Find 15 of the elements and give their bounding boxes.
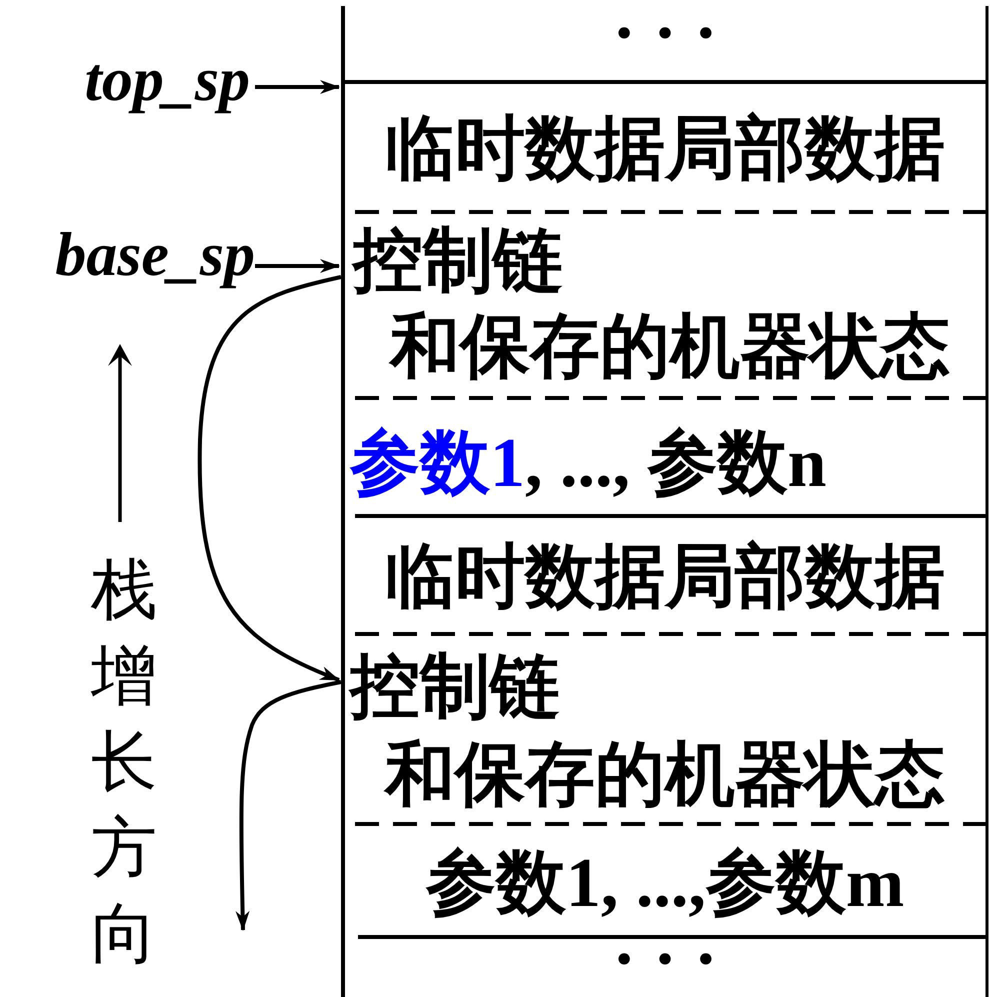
- stack-cell: · · ·: [345, 8, 985, 68]
- arrow: [255, 259, 340, 273]
- pointer-label: base_sp: [10, 215, 255, 295]
- stack-cell: 临时数据局部数据: [345, 520, 985, 632]
- stack-cell: · · ·: [345, 942, 985, 994]
- arrow: [255, 80, 340, 94]
- arrow: [198, 275, 342, 682]
- stack-cell: 临时数据局部数据: [345, 92, 985, 210]
- stack-cell: 参数1, ..., 参数n: [345, 404, 985, 512]
- pointer-label: top_sp: [40, 40, 250, 120]
- direction-label: 栈增长方向: [90, 553, 158, 973]
- arrow: [236, 680, 342, 931]
- stack-cell: 控制链 和保存的机器状态: [345, 218, 985, 394]
- stack-cell: 参数1, ...,参数m: [345, 828, 985, 934]
- stack-cell: 控制链 和保存的机器状态: [345, 640, 985, 820]
